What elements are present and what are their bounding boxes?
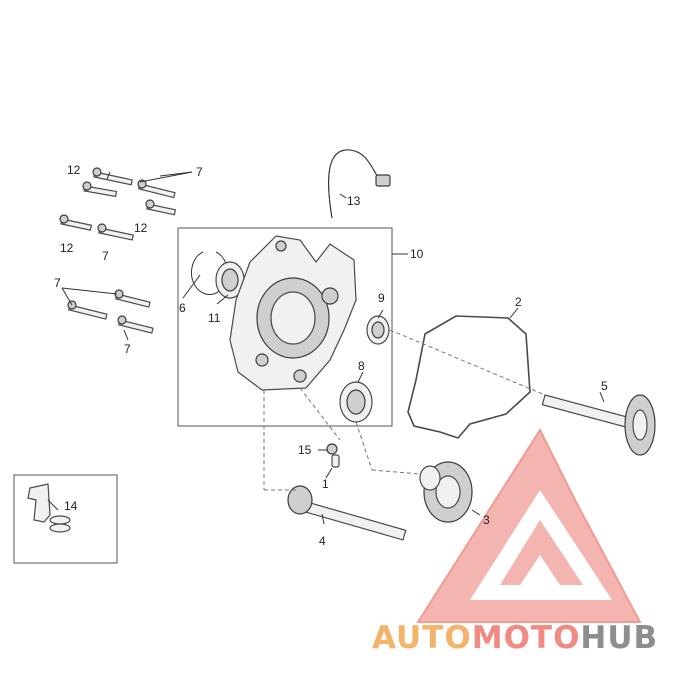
sensor-wire bbox=[328, 149, 391, 219]
callout-4: 4 bbox=[319, 534, 326, 548]
automotohub-logo bbox=[416, 427, 642, 623]
callout-6: 6 bbox=[179, 301, 186, 315]
callout-11: 11 bbox=[208, 311, 221, 325]
callout-7c: 7 bbox=[54, 276, 61, 290]
driven-shaft bbox=[541, 394, 656, 456]
callout-10: 10 bbox=[410, 247, 424, 261]
bolt bbox=[117, 315, 154, 334]
gasket bbox=[407, 315, 531, 439]
callout-8: 8 bbox=[358, 359, 365, 373]
logo-triangle-notch bbox=[500, 520, 583, 585]
bolt bbox=[92, 167, 133, 186]
bolt bbox=[82, 181, 118, 198]
drain-screw bbox=[326, 443, 338, 455]
pinion-shaft bbox=[287, 485, 407, 541]
callout-12b: 12 bbox=[134, 221, 148, 235]
logo-text-hub: HUB bbox=[580, 620, 658, 656]
callout-14: 14 bbox=[64, 499, 78, 513]
seal-ring bbox=[366, 315, 390, 345]
callout-1: 1 bbox=[322, 477, 329, 491]
logo-text-auto: AUTO bbox=[372, 620, 472, 656]
dowel-pin bbox=[331, 454, 340, 468]
callout-2: 2 bbox=[515, 295, 522, 309]
callout-5: 5 bbox=[601, 379, 608, 393]
callout-7d: 7 bbox=[124, 342, 131, 356]
callout-12c: 12 bbox=[60, 241, 74, 255]
callout-9: 9 bbox=[378, 291, 385, 305]
detail-14-frame bbox=[13, 474, 118, 564]
bracket-with-washer bbox=[27, 483, 71, 533]
ball-bearing bbox=[339, 381, 373, 423]
bolt bbox=[114, 289, 151, 308]
callout-15: 15 bbox=[298, 443, 312, 457]
transmission-cover bbox=[229, 235, 357, 391]
cover-assembly-frame bbox=[177, 227, 393, 427]
bolt-group bbox=[59, 167, 177, 334]
bolt bbox=[137, 179, 176, 199]
callout-7a: 7 bbox=[196, 165, 203, 179]
intermediate-gear bbox=[419, 461, 473, 523]
logo-text: AUTOMOTOHUB bbox=[372, 620, 658, 656]
callout-12a: 12 bbox=[67, 163, 81, 177]
bolt bbox=[145, 199, 177, 216]
bolt bbox=[97, 223, 134, 241]
bolt bbox=[67, 300, 108, 320]
bolt bbox=[59, 214, 93, 231]
logo-text-moto: MOTO bbox=[472, 620, 581, 656]
callout-7b: 7 bbox=[102, 249, 109, 263]
callout-3: 3 bbox=[483, 513, 490, 527]
callout-13: 13 bbox=[347, 194, 361, 208]
